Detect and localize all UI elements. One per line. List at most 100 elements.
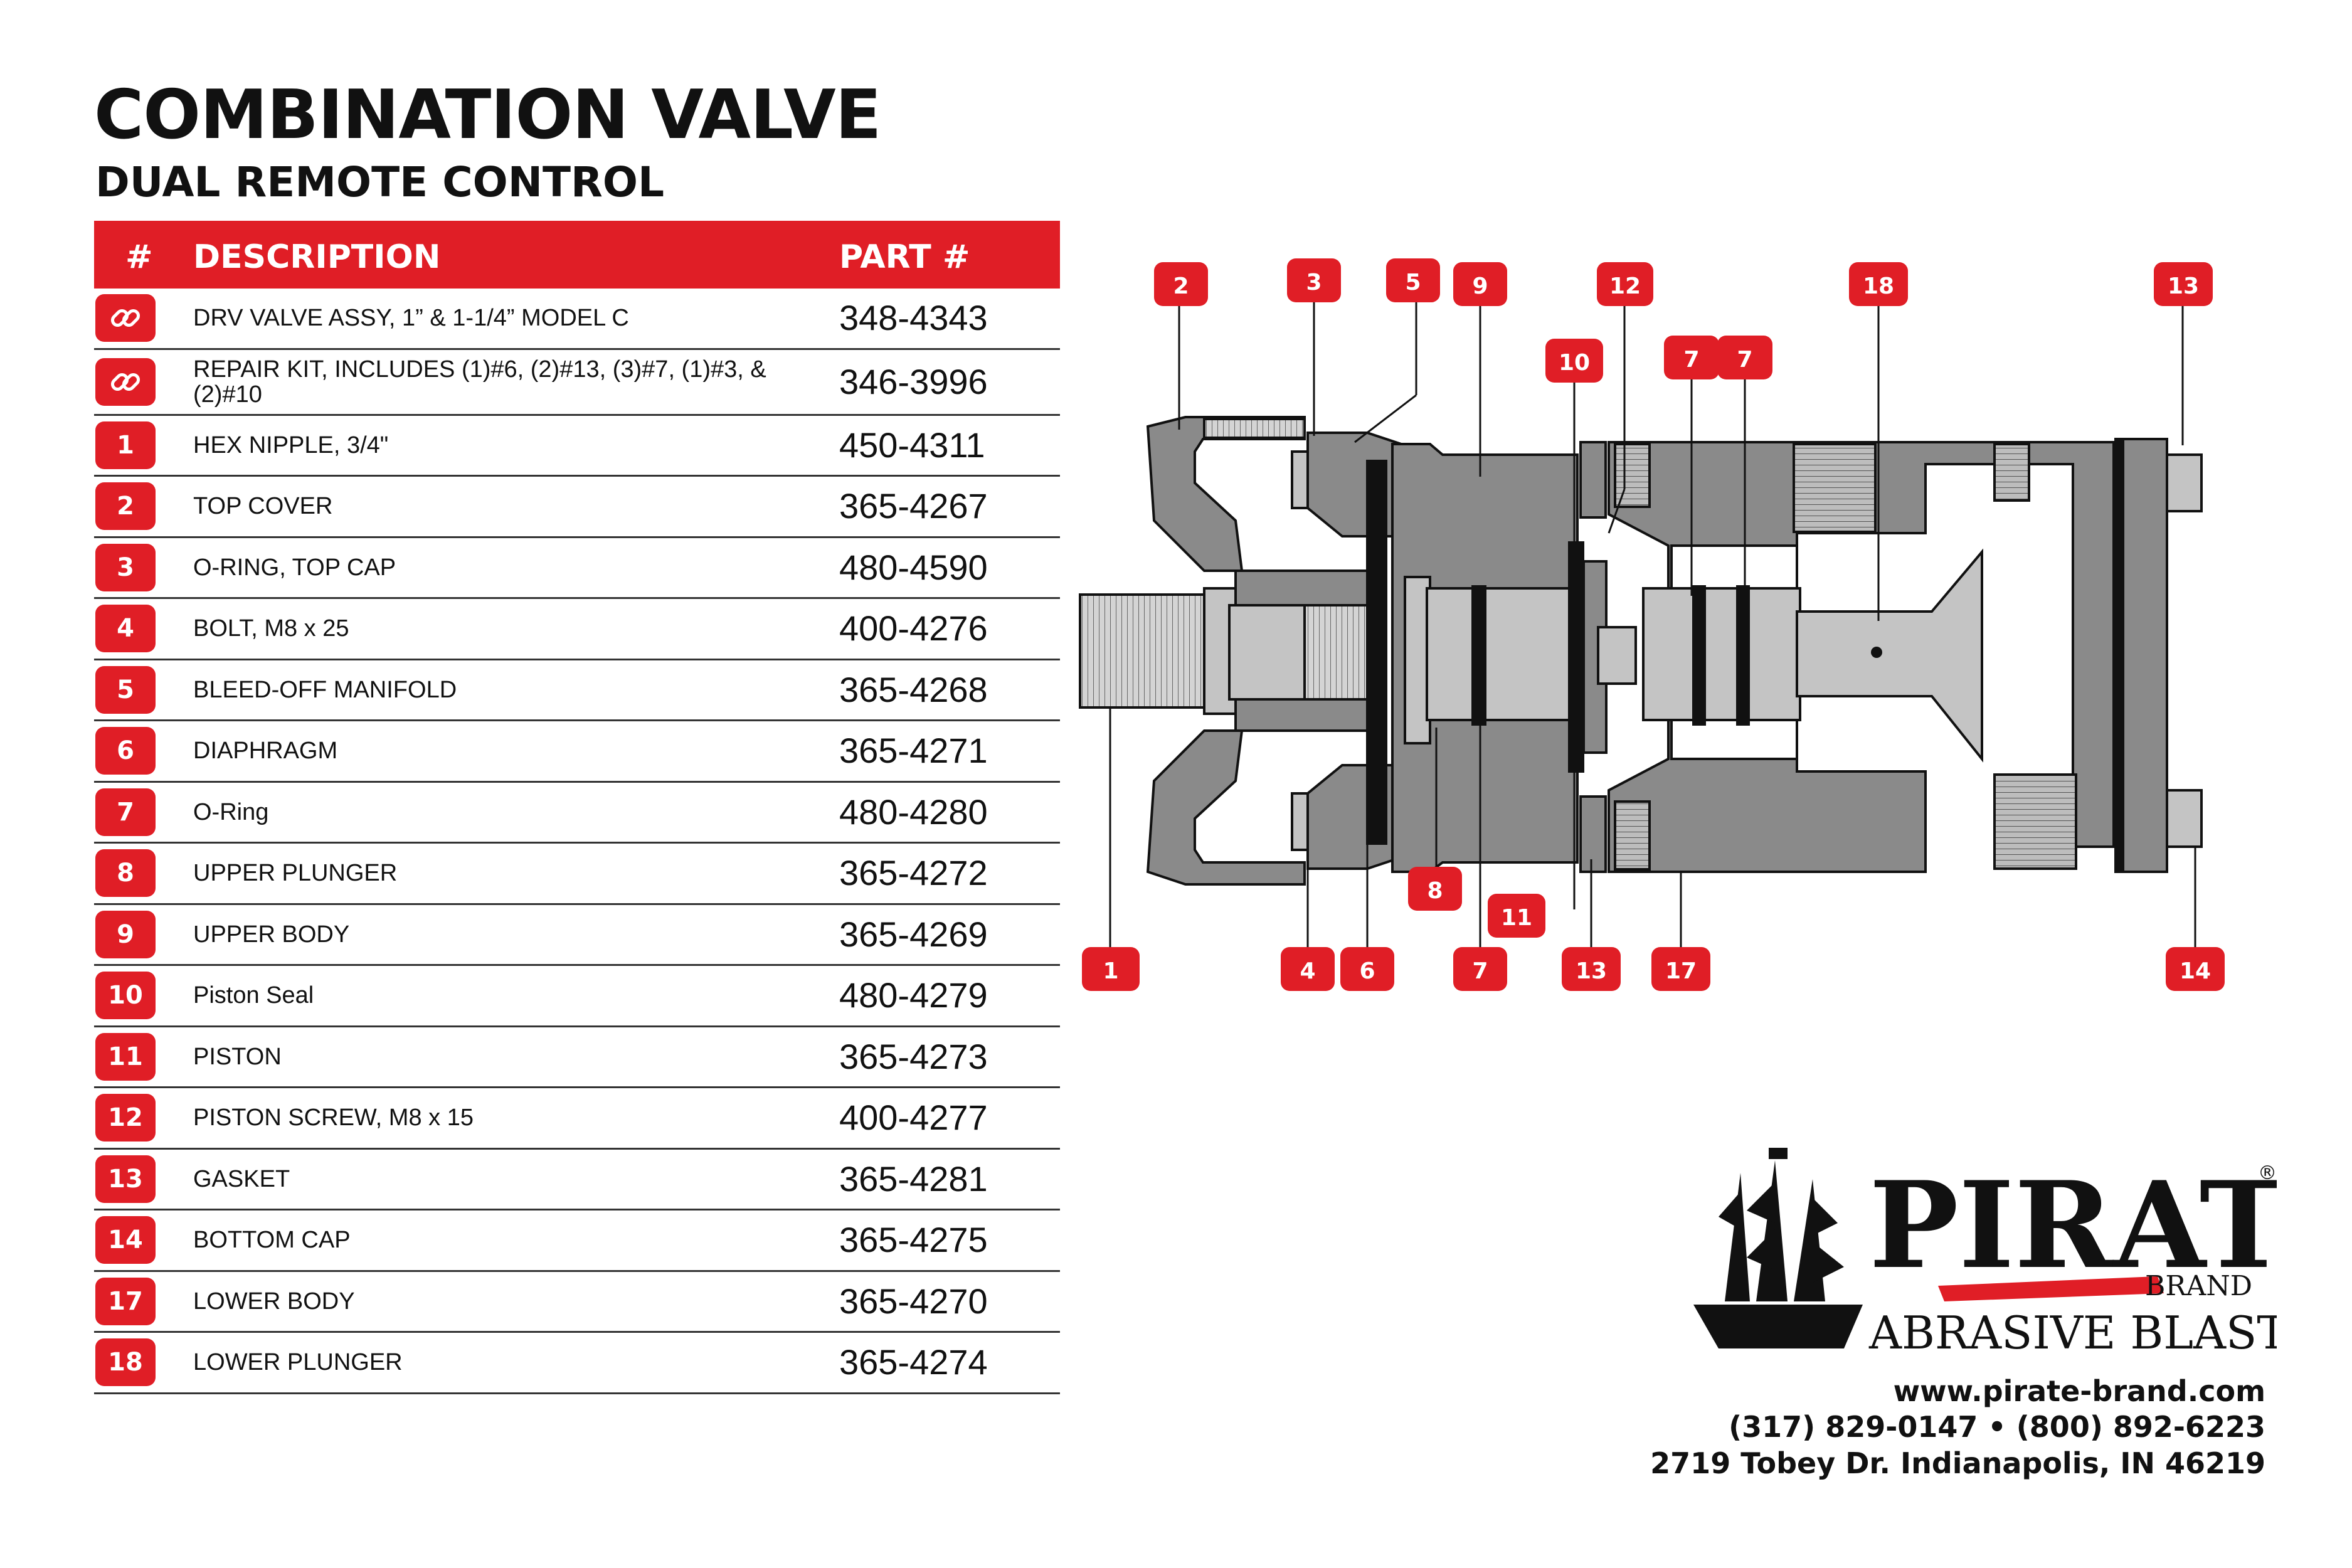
brand-address: 2719 Tobey Dr. Indianapolis, IN 46219 bbox=[1650, 1446, 2265, 1480]
lower-body-thread-2 bbox=[1614, 800, 1651, 871]
item-part-number: 365-4274 bbox=[839, 1342, 988, 1382]
callout-group: 2 3 5 9 12 18 13 10 7 7 1 4 6 7 13 17 14… bbox=[1082, 258, 2225, 991]
diaphragm bbox=[1366, 460, 1387, 845]
lower-body-thread-4 bbox=[1993, 443, 2030, 502]
callout-label: 5 bbox=[1405, 270, 1421, 295]
callout-13-top: 13 bbox=[2154, 262, 2213, 306]
parts-table-header: # DESCRIPTION PART # bbox=[94, 221, 1060, 289]
item-description: PISTON bbox=[193, 1043, 282, 1070]
brand-tagline: ABRASIVE BLASTING bbox=[1868, 1306, 2277, 1359]
brand-word: BRAND bbox=[2145, 1270, 2252, 1302]
lower-body-thread-1 bbox=[1614, 443, 1651, 508]
callout-label: 11 bbox=[1501, 905, 1532, 931]
callout-17: 17 bbox=[1651, 947, 1710, 991]
top-cover-thread-upper bbox=[1203, 418, 1306, 439]
red-brush-stroke bbox=[1938, 1276, 2164, 1301]
item-description: BLEED-OFF MANIFOLD bbox=[193, 676, 457, 703]
callout-18: 18 bbox=[1849, 262, 1908, 306]
item-part-number: 365-4267 bbox=[839, 486, 988, 526]
brand-website[interactable]: www.pirate-brand.com bbox=[1893, 1374, 2265, 1408]
callout-8: 8 bbox=[1408, 867, 1462, 911]
item-part-number: 400-4276 bbox=[839, 608, 988, 649]
item-number-badge: 12 bbox=[95, 1094, 156, 1142]
callout-9: 9 bbox=[1453, 262, 1507, 306]
item-description: PISTON SCREW, M8 x 15 bbox=[193, 1104, 474, 1131]
bottom-cap-bolt-upper bbox=[2166, 453, 2203, 512]
gasket-left bbox=[1579, 441, 1607, 519]
item-part-number: 365-4268 bbox=[839, 669, 988, 709]
callout-label: 1 bbox=[1103, 958, 1118, 984]
item-description: O-RING, TOP CAP bbox=[193, 554, 396, 581]
callout-label: 8 bbox=[1427, 878, 1443, 904]
item-number-badge: 3 bbox=[95, 543, 156, 591]
brand-registered: ® bbox=[2258, 1162, 2277, 1184]
lower-body-thread-5 bbox=[1993, 773, 2077, 870]
col-num-header: # bbox=[125, 238, 153, 276]
callout-label: 4 bbox=[1300, 958, 1315, 984]
lower-plunger-head bbox=[1796, 548, 1983, 763]
item-number-badge: 4 bbox=[95, 605, 156, 653]
item-number-badge: 5 bbox=[95, 665, 156, 714]
item-number-badge: 11 bbox=[95, 1032, 156, 1081]
callout-label: 12 bbox=[1609, 273, 1641, 299]
callout-3: 3 bbox=[1287, 258, 1341, 302]
valve-cross-section-diagram: 2 3 5 9 12 18 13 10 7 7 1 4 6 7 13 17 14… bbox=[1079, 258, 2225, 991]
callout-1: 1 bbox=[1082, 947, 1140, 991]
item-part-number: 365-4273 bbox=[839, 1036, 988, 1076]
lower-body-thread-3 bbox=[1793, 443, 1877, 533]
item-number-badge: 7 bbox=[95, 788, 156, 836]
callout-label: 7 bbox=[1472, 958, 1488, 984]
item-part-number: 480-4280 bbox=[839, 792, 988, 832]
callout-7-bottom: 7 bbox=[1453, 947, 1507, 991]
oring-lower-2 bbox=[1736, 585, 1750, 726]
item-part-number: 346-3996 bbox=[839, 361, 988, 401]
brand-name: PIRATE bbox=[1869, 1155, 2277, 1295]
callout-label: 9 bbox=[1472, 273, 1488, 299]
item-part-number: 480-4590 bbox=[839, 547, 988, 587]
bleed-manifold-upper bbox=[1306, 432, 1406, 538]
item-number-badge: 1 bbox=[95, 421, 156, 469]
item-number-badge: 9 bbox=[95, 910, 156, 958]
page-title: COMBINATION VALVE bbox=[94, 76, 881, 154]
callout-label: 2 bbox=[1173, 273, 1189, 299]
item-description: GASKET bbox=[193, 1165, 290, 1192]
item-number-badge: 17 bbox=[95, 1277, 156, 1325]
item-description: REPAIR KIT, INCLUDES (1)#6, (2)#13, (3)#… bbox=[193, 356, 766, 408]
item-number-badge: 18 bbox=[95, 1338, 156, 1387]
callout-7-top-b: 7 bbox=[1717, 336, 1772, 379]
item-number-badge: 13 bbox=[95, 1155, 156, 1203]
top-cover-upper bbox=[1146, 416, 1306, 572]
item-description: UPPER PLUNGER bbox=[193, 860, 398, 887]
callout-label: 10 bbox=[1559, 350, 1590, 376]
item-description: TOP COVER bbox=[193, 493, 333, 520]
item-part-number: 365-4271 bbox=[839, 731, 988, 771]
callout-4: 4 bbox=[1281, 947, 1335, 991]
callout-11: 11 bbox=[1488, 894, 1545, 938]
item-description: O-Ring bbox=[193, 798, 269, 825]
item-description: UPPER BODY bbox=[193, 921, 350, 948]
link-icon bbox=[95, 358, 156, 406]
callout-6: 6 bbox=[1340, 947, 1394, 991]
lower-plunger-shaft bbox=[1642, 587, 1801, 721]
bottom-cap-bolt-lower bbox=[2166, 789, 2203, 848]
item-part-number: 480-4279 bbox=[839, 975, 988, 1015]
item-number-badge: 8 bbox=[95, 849, 156, 898]
callout-label: 13 bbox=[1576, 958, 1607, 984]
callout-label: 6 bbox=[1359, 958, 1375, 984]
table-row: 12 PISTON SCREW, M8 x 15 400-4277 bbox=[94, 1088, 1060, 1150]
item-part-number: 365-4270 bbox=[839, 1281, 988, 1321]
callout-label: 17 bbox=[1665, 958, 1697, 984]
item-part-number: 348-4343 bbox=[839, 298, 988, 338]
callout-label: 7 bbox=[1737, 347, 1752, 373]
item-part-number: 400-4277 bbox=[839, 1098, 988, 1138]
piston-seal bbox=[1568, 541, 1584, 773]
item-description: LOWER PLUNGER bbox=[193, 1349, 403, 1376]
